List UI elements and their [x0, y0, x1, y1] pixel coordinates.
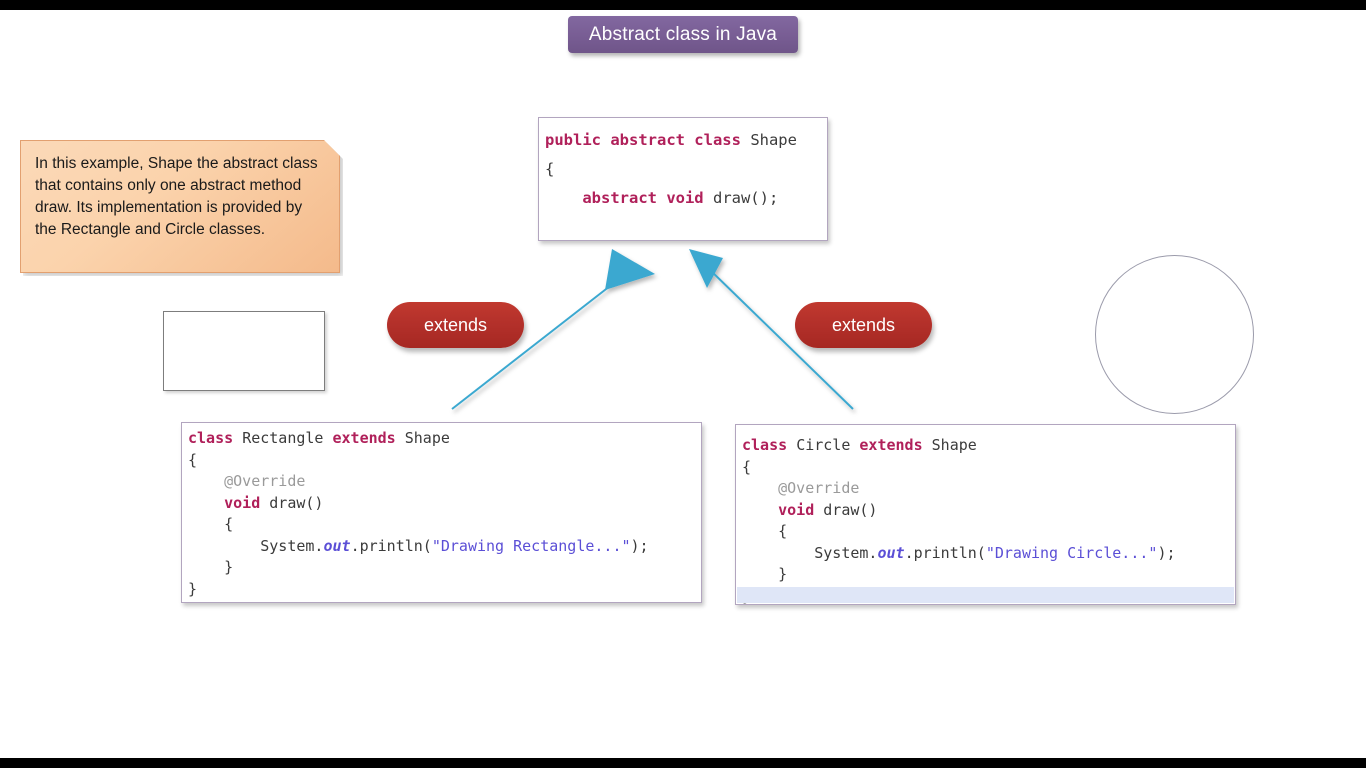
code-token: System. — [188, 536, 324, 555]
code-line: @Override — [188, 471, 701, 493]
code-line: { — [742, 521, 1235, 543]
code-token: class — [742, 436, 797, 454]
code-token: class — [188, 429, 243, 447]
code-line: { — [742, 457, 1235, 479]
selection-strip — [737, 587, 1234, 603]
code-token: void — [742, 500, 824, 519]
explanation-callout: In this example, Shape the abstract clas… — [20, 140, 340, 273]
code-line: void draw() — [188, 493, 701, 515]
code-token: { — [742, 457, 752, 476]
code-token: } — [188, 558, 234, 576]
code-line: class Circle extends Shape — [742, 435, 1235, 457]
code-token: Rectangle — [242, 429, 333, 447]
code-line: @Override — [742, 478, 1235, 500]
code-token: { — [188, 450, 198, 469]
code-line: System.out.println("Drawing Rectangle...… — [188, 536, 701, 558]
code-token: ); — [630, 536, 649, 555]
code-token: public abstract class — [545, 131, 751, 149]
code-token: .println( — [350, 536, 432, 555]
code-token: out — [323, 536, 351, 555]
code-token: "Drawing Circle..." — [985, 543, 1158, 562]
code-token: abstract void — [545, 189, 713, 207]
code-token: } — [742, 565, 788, 583]
code-token: draw() — [823, 500, 878, 519]
code-token: { — [742, 522, 788, 540]
code-token: Shape — [750, 131, 797, 149]
code-token: Shape — [404, 429, 450, 447]
code-token: draw(); — [712, 189, 779, 207]
code-box-rectangle: class Rectangle extends Shape{ @Override… — [181, 422, 702, 603]
extends-label-rectangle: extends — [387, 302, 524, 348]
code-token: extends — [859, 436, 932, 454]
code-line: { — [188, 514, 701, 536]
code-token: draw() — [269, 493, 324, 512]
code-token: extends — [332, 429, 405, 447]
blank-circle-shape — [1095, 255, 1254, 414]
code-line: } — [742, 564, 1235, 586]
code-token: { — [188, 515, 234, 533]
letterbox-bar-top — [0, 0, 1366, 10]
slide-title: Abstract class in Java — [568, 16, 798, 53]
code-line: void draw() — [742, 500, 1235, 522]
code-token: ); — [1157, 543, 1176, 562]
code-token: } — [188, 579, 198, 598]
code-token: out — [877, 543, 905, 562]
code-token: { — [545, 160, 555, 178]
code-box-shape: public abstract class Shape { abstract vo… — [538, 117, 828, 241]
code-token: Circle — [796, 436, 860, 454]
code-token: "Drawing Rectangle..." — [431, 536, 631, 555]
code-line: } — [188, 579, 701, 601]
code-token: void — [188, 493, 270, 512]
letterbox-bar-bottom — [0, 758, 1366, 768]
code-line: { — [188, 450, 701, 472]
code-box-circle: class Circle extends Shape{ @Override vo… — [735, 424, 1236, 605]
blank-rectangle-shape — [163, 311, 325, 391]
extends-label-circle: extends — [795, 302, 932, 348]
code-line: abstract void draw(); — [545, 184, 827, 213]
code-token: .println( — [904, 543, 986, 562]
code-line: } — [188, 557, 701, 579]
code-line: System.out.println("Drawing Circle..."); — [742, 543, 1235, 565]
code-line — [545, 213, 827, 240]
code-line: { — [545, 155, 827, 184]
code-token: @Override — [188, 472, 306, 490]
code-line: public abstract class Shape — [545, 126, 827, 155]
code-token: Shape — [931, 436, 977, 454]
code-token: System. — [742, 543, 878, 562]
code-token: @Override — [742, 479, 860, 497]
code-line: class Rectangle extends Shape — [188, 428, 701, 450]
